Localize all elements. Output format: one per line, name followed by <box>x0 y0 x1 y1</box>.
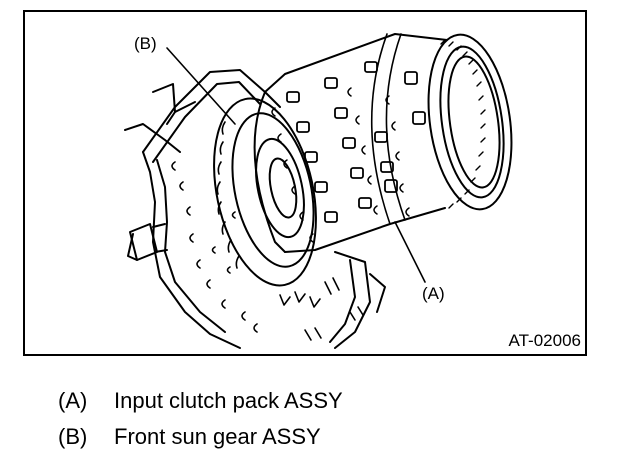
clutch-drawing <box>124 33 513 349</box>
input-shaft <box>127 223 168 261</box>
legend-item-b: (B) Front sun gear ASSY <box>58 426 321 448</box>
figure-code: AT-02006 <box>508 331 581 350</box>
legend-text: Front sun gear ASSY <box>114 424 321 449</box>
legend-text: Input clutch pack ASSY <box>114 388 343 413</box>
callout-b: (B) <box>134 34 157 53</box>
input-clutch-pack-assy <box>253 33 513 253</box>
leader-line-b <box>166 47 236 125</box>
transmission-case <box>124 69 386 349</box>
front-sun-gear-assy <box>213 97 317 287</box>
diagram-figure: (B) (A) AT-02006 <box>23 10 587 356</box>
legend-item-a: (A) Input clutch pack ASSY <box>58 390 343 412</box>
callout-a: (A) <box>422 284 445 303</box>
case-detail-marks <box>171 161 364 341</box>
legend-key: (A) <box>58 388 88 413</box>
legend-key: (B) <box>58 424 88 449</box>
leader-line-a <box>394 221 426 283</box>
